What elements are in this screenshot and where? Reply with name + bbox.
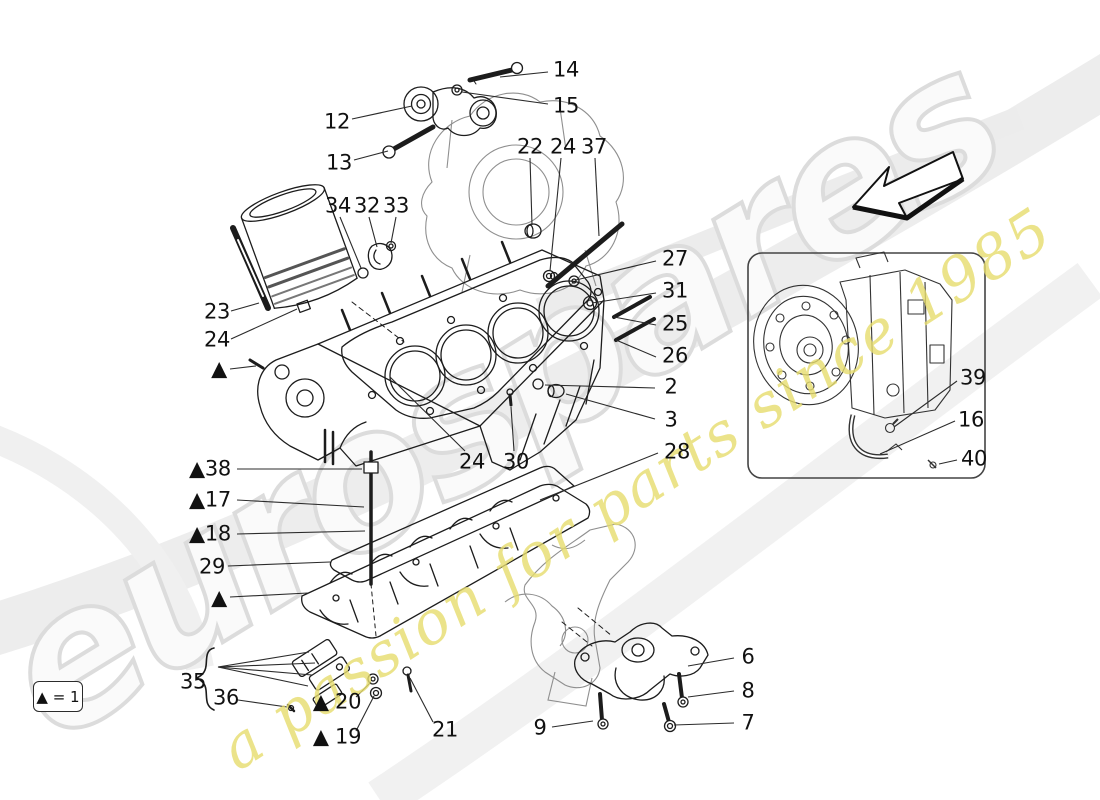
stud-37 (545, 221, 625, 289)
callout-2: 2 (664, 374, 678, 399)
callout-8: 8 (741, 678, 755, 703)
seal-ring-2 (532, 378, 544, 390)
crankcase-drawing (196, 61, 709, 733)
callout-29: 29 (198, 554, 226, 579)
callout-triangle-a: ▲ (211, 356, 227, 381)
brace-35 (196, 647, 215, 711)
callout-37: 37 (580, 134, 608, 159)
washer-15 (451, 84, 463, 96)
plug-24 (296, 299, 311, 314)
callout-21: 21 (431, 717, 459, 742)
callout-15: 15 (552, 93, 580, 118)
callout-14: 14 (552, 57, 580, 82)
oil-jet-cluster (291, 638, 351, 709)
bolt-13 (382, 124, 436, 159)
screw-36 (286, 703, 296, 713)
stud-26 (614, 317, 656, 342)
stud-25 (612, 295, 652, 319)
callout-20: ▲ 20 (312, 689, 362, 714)
callout-19: ▲ 19 (312, 724, 362, 749)
callout-40: 40 (960, 446, 988, 471)
callout-31: 31 (661, 278, 689, 303)
bolt-8 (677, 672, 689, 708)
callout-22: 22 (516, 134, 544, 159)
bolt-21 (402, 666, 413, 693)
callout-28: 28 (663, 439, 691, 464)
bolt-7 (662, 702, 677, 733)
bedplate-gasket (329, 465, 575, 583)
callout-triangle-b: ▲ (211, 585, 227, 610)
cylinder-liner (240, 184, 358, 309)
callout-24a: 24 (549, 134, 577, 159)
nut-19 (369, 686, 383, 700)
callout-3: 3 (664, 407, 678, 432)
nut-38 (363, 461, 379, 474)
washer-20 (367, 673, 379, 685)
callout-35: 35 (179, 669, 207, 694)
callout-12: 12 (323, 109, 351, 134)
legend-box: ▲ = 1 (33, 681, 83, 712)
plug-24a (542, 269, 556, 283)
callout-7: 7 (741, 710, 755, 735)
callout-36: 36 (212, 685, 240, 710)
leader-lines (217, 71, 958, 732)
inset-box (747, 251, 986, 479)
nut-34 (357, 267, 369, 279)
plug-31 (582, 295, 598, 311)
callout-32: 32 (353, 193, 381, 218)
engine-mount-link (403, 86, 497, 137)
lower-crankcase (301, 483, 591, 639)
bolt-14 (467, 61, 524, 85)
callout-18: ▲18 (189, 521, 231, 546)
watermark-brand: eurospares (0, 6, 1038, 785)
washer-27 (568, 275, 580, 287)
callout-27: 27 (661, 246, 689, 271)
callout-13: 13 (325, 150, 353, 175)
callout-9: 9 (533, 715, 547, 740)
cup-plug-22 (524, 223, 542, 239)
engine-block (248, 240, 605, 471)
callout-23: 23 (203, 299, 231, 324)
ghost-outlines (421, 92, 636, 707)
callout-6: 6 (741, 644, 755, 669)
callout-24b: 24 (203, 327, 231, 352)
bolt-9 (597, 692, 609, 730)
callout-26: 26 (661, 343, 689, 368)
retainer-32 (367, 242, 393, 270)
callout-25: 25 (661, 311, 689, 336)
gearbox-drawing (753, 251, 953, 469)
watermark-brand-text: eurospares (0, 8, 1036, 783)
callout-17: ▲17 (189, 487, 231, 512)
callout-38: ▲38 (189, 456, 231, 481)
callout-16: 16 (957, 407, 985, 432)
callout-39: 39 (959, 365, 987, 390)
direction-arrow (852, 151, 965, 221)
clamp-39 (884, 422, 896, 434)
callout-33: 33 (382, 193, 410, 218)
bracket-16 (885, 443, 903, 453)
engine-mount (561, 607, 709, 701)
screw-40 (929, 461, 937, 469)
callout-34: 34 (324, 193, 352, 218)
callout-30: 30 (502, 449, 530, 474)
callout-24c: 24 (458, 449, 486, 474)
